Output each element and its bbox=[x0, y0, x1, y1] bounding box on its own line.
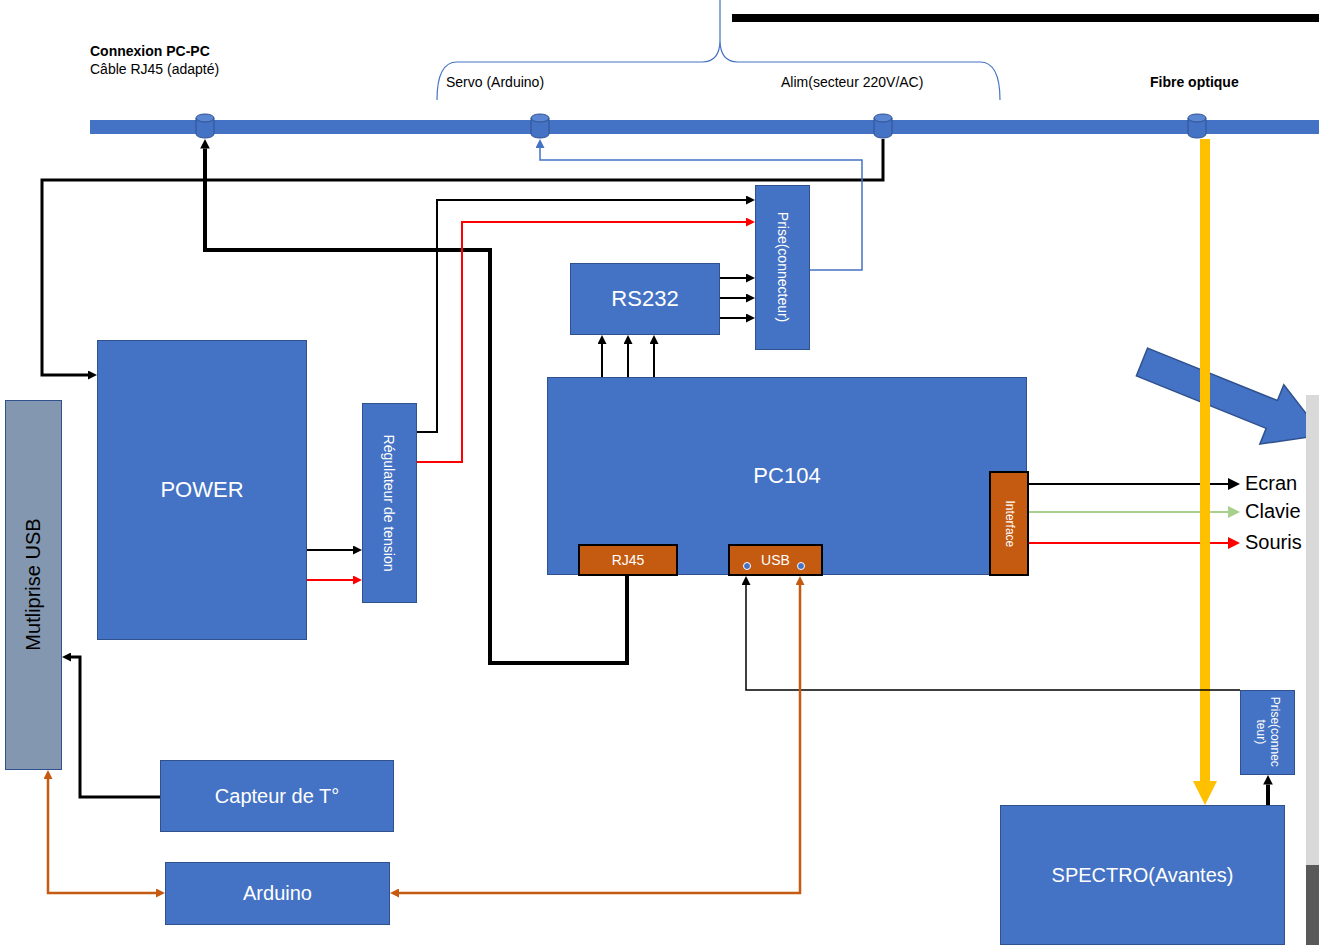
port-box: RJ45 bbox=[578, 544, 678, 576]
process-box: RS232 bbox=[570, 263, 720, 335]
box-label: Capteur de T° bbox=[215, 785, 339, 808]
power-box: POWER bbox=[97, 340, 307, 640]
connector-line bbox=[627, 344, 629, 377]
box-label: Prise(connecteur) bbox=[774, 191, 790, 344]
regulator-box: Régulateur de tension bbox=[362, 403, 417, 603]
sensor-box: Capteur de T° bbox=[160, 760, 394, 832]
connector-label: Fibre optique bbox=[1150, 74, 1239, 90]
spectrometer-box: SPECTRO(Avantes) bbox=[1000, 805, 1285, 945]
connector: Fibre optique bbox=[1187, 113, 1207, 139]
connector-line bbox=[601, 344, 603, 377]
port-box: USB bbox=[728, 544, 823, 576]
connector-line bbox=[1200, 139, 1210, 781]
connector-top bbox=[874, 114, 892, 122]
pointer-arrow-shape bbox=[1130, 332, 1319, 464]
arrow-head bbox=[1228, 537, 1240, 549]
device-label: Ecran bbox=[1245, 472, 1297, 495]
box-label: SPECTRO(Avantes) bbox=[1052, 864, 1234, 887]
port-box: Interface bbox=[989, 471, 1029, 576]
arrow-head bbox=[1228, 506, 1240, 518]
signal-wire bbox=[1028, 542, 1229, 544]
curly-bracket bbox=[437, 0, 1000, 100]
box-label: Prise(connecteur) bbox=[1253, 695, 1281, 768]
connector-rail bbox=[90, 120, 1319, 134]
connector-line bbox=[307, 549, 353, 551]
connector-line bbox=[1266, 785, 1270, 805]
computer-box: PC104RJ45 USB Interface bbox=[547, 377, 1027, 575]
controller-box: Arduino bbox=[165, 862, 390, 925]
box-label: Régulateur de tension bbox=[381, 409, 397, 597]
bus-line bbox=[732, 14, 1319, 22]
device-label: Clavie bbox=[1245, 500, 1301, 523]
signal-wire bbox=[1028, 511, 1229, 513]
connector-label: Alim(secteur 220V/AC) bbox=[781, 74, 923, 90]
connector-line bbox=[71, 657, 160, 797]
photo-strip bbox=[1306, 865, 1319, 945]
box-label: Arduino bbox=[243, 882, 312, 905]
connector-top bbox=[1188, 114, 1206, 122]
connector-line bbox=[653, 344, 655, 377]
connector-top bbox=[196, 114, 214, 122]
connector-line bbox=[720, 317, 746, 319]
box-label: RS232 bbox=[611, 286, 678, 311]
usb-hub-box: Mutliprise USB bbox=[5, 400, 62, 770]
pointer-arrow bbox=[1130, 332, 1319, 464]
connector: Connexion PC-PCCâble RJ45 (adapté) bbox=[195, 113, 215, 139]
connector: Servo (Arduino) bbox=[530, 113, 550, 139]
arrow-head bbox=[1228, 478, 1240, 490]
port-dot bbox=[798, 563, 805, 570]
connector-line bbox=[720, 297, 746, 299]
box-label: POWER bbox=[160, 477, 243, 502]
connector-line bbox=[540, 148, 862, 270]
connector-symbol bbox=[195, 113, 215, 139]
signal-wire bbox=[1028, 483, 1229, 485]
connector-symbol bbox=[530, 113, 550, 139]
box-label: Interface bbox=[1003, 477, 1017, 570]
connector-top bbox=[531, 114, 549, 122]
connector-box: Prise(connecteur) bbox=[1240, 690, 1295, 775]
port-dot bbox=[744, 563, 751, 570]
box-label: Mutliprise USB bbox=[22, 406, 45, 764]
photo-strip bbox=[1306, 395, 1319, 865]
box-label: USB bbox=[761, 552, 790, 568]
connector-label: Servo (Arduino) bbox=[446, 74, 544, 90]
connector-line bbox=[720, 277, 746, 279]
connector-label: Câble RJ45 (adapté) bbox=[90, 61, 219, 77]
connector-symbol bbox=[873, 113, 893, 139]
connector-box: Prise(connecteur) bbox=[755, 185, 810, 350]
connector-line bbox=[307, 579, 353, 581]
connector-line bbox=[399, 585, 800, 893]
box-label: RJ45 bbox=[612, 552, 645, 568]
connector: Alim(secteur 220V/AC) bbox=[873, 113, 893, 139]
connector-symbol bbox=[1187, 113, 1207, 139]
device-label: Souris bbox=[1245, 531, 1302, 554]
connector-line bbox=[746, 585, 1240, 690]
box-label: PC104 bbox=[753, 463, 820, 488]
connector-label: Connexion PC-PC bbox=[90, 43, 210, 59]
